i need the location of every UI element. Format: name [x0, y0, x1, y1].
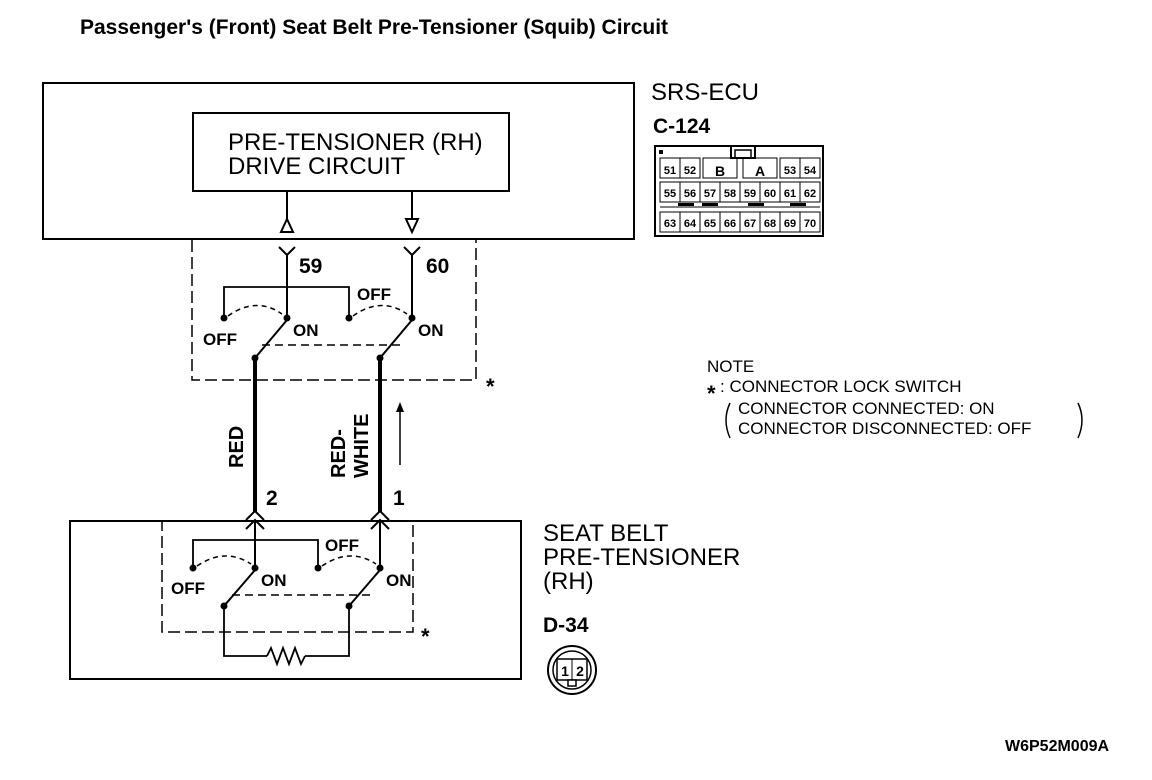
c124-connector-face [654, 145, 824, 237]
pretensioner-pin-1-label: 1 [393, 487, 405, 510]
seat-belt-pretensioner: OFF ON OFF ON * SEAT BELT PRE-TENSIONER … [69, 518, 740, 680]
pin-label: 62 [804, 188, 816, 200]
switch-on-label: ON [418, 321, 444, 340]
drive-circuit-line1: PRE-TENSIONER (RH) [228, 129, 483, 156]
pin-label: 61 [784, 188, 796, 200]
pin-label: 69 [784, 218, 796, 230]
switch-off-label: OFF [325, 536, 359, 555]
d34-pin-label: 1 [561, 663, 569, 679]
ecu-outer-box [42, 82, 635, 240]
lock-switch-star: * [486, 374, 495, 399]
d34-connector-face: 1 2 [547, 645, 597, 695]
pretensioner-pin-2-label: 2 [266, 487, 278, 510]
note-star: * [707, 381, 716, 406]
pretensioner-connector-id: D-34 [543, 614, 589, 637]
pin-label: 70 [804, 218, 816, 230]
pin-label: 56 [684, 188, 696, 200]
pin-label: 64 [684, 218, 697, 230]
pin-label: 67 [744, 218, 756, 230]
switch-on-label: ON [386, 571, 412, 590]
switch-off-label: OFF [171, 579, 205, 598]
pin-label: 53 [784, 165, 796, 177]
c124-pin-labels: 51 52 B A 53 54 55 56 57 58 59 60 61 62 … [664, 163, 817, 230]
output-up-triangle-icon [279, 216, 295, 233]
switch-on-label: ON [261, 571, 287, 590]
squib-resistor-icon [266, 645, 306, 667]
switch-off-label: OFF [203, 330, 237, 349]
pretensioner-name-line2: PRE-TENSIONER [543, 544, 740, 571]
pretensioner-name-line1: SEAT BELT [543, 520, 669, 547]
note-line3: CONNECTOR DISCONNECTED: OFF [738, 419, 1031, 438]
output-down-triangle-icon [404, 218, 420, 235]
pin-label: 52 [684, 165, 696, 177]
note-line2: CONNECTOR CONNECTED: ON [738, 399, 995, 418]
wire-color-red-white-1: RED- [328, 429, 350, 478]
pin-label: 55 [664, 188, 676, 200]
note-block: NOTE * : CONNECTOR LOCK SWITCH CONNECTOR… [707, 357, 1083, 439]
pin-label: 59 [744, 188, 756, 200]
ecu-connector-id: C-124 [653, 115, 711, 138]
pin-label: 51 [664, 165, 676, 177]
pin-label: 66 [724, 218, 736, 230]
pin-label: 58 [724, 188, 736, 200]
switch-on-label: ON [293, 321, 319, 340]
drive-circuit-box [192, 112, 510, 192]
note-heading: NOTE [707, 357, 754, 376]
pin-label: 63 [664, 218, 676, 230]
drive-circuit-line2: DRIVE CIRCUIT [228, 153, 406, 180]
pin-label: 57 [704, 188, 716, 200]
pin-label: B [715, 163, 725, 179]
wire-color-red: RED [226, 426, 248, 468]
pin-label: 54 [804, 165, 817, 177]
switch-off-label: OFF [357, 285, 391, 304]
figure-code: W6P52M009A [1005, 738, 1109, 755]
ecu-pin-60-label: 60 [426, 255, 449, 278]
ecu-pin-59-label: 59 [299, 255, 322, 278]
d34-pin-label: 2 [576, 663, 584, 679]
ecu-lock-switch: 59 60 OFF ON OFF ON * [191, 240, 495, 399]
lock-switch-star: * [421, 624, 430, 649]
srs-ecu: PRE-TENSIONER (RH) DRIVE CIRCUIT SRS-ECU… [42, 79, 759, 240]
pretensioner-name-line3: (RH) [543, 568, 594, 595]
diagram-title: Passenger's (Front) Seat Belt Pre-Tensio… [80, 16, 668, 39]
pin-label: 65 [704, 218, 716, 230]
pin-label: 68 [764, 218, 776, 230]
harness-wires: RED RED- WHITE 2 1 [226, 358, 405, 521]
note-line1: : CONNECTOR LOCK SWITCH [720, 377, 961, 396]
ecu-name: SRS-ECU [651, 79, 759, 106]
wire-color-red-white-2: WHITE [351, 414, 373, 478]
pin-label: A [755, 163, 765, 179]
current-direction-arrow-icon [396, 402, 404, 412]
pin-label: 60 [764, 188, 776, 200]
